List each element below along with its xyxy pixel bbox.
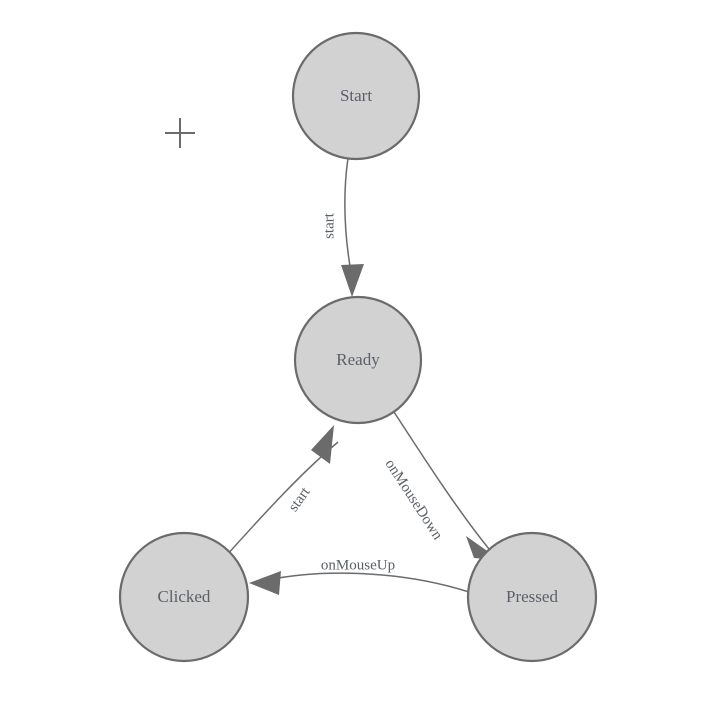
edge-clicked-to-ready-arrowhead xyxy=(311,425,334,464)
edge-label-ready-to-pressed: onMouseDown xyxy=(382,457,446,544)
edge-pressed-to-clicked[interactable]: onMouseUp xyxy=(249,557,470,595)
edge-start-to-ready-path xyxy=(344,157,353,279)
edge-ready-to-pressed[interactable]: onMouseDown xyxy=(382,411,500,560)
edge-label-pressed-to-clicked: onMouseUp xyxy=(321,557,395,573)
edge-clicked-to-ready[interactable]: start xyxy=(225,425,339,557)
node-pressed-label: Pressed xyxy=(506,587,558,606)
node-start[interactable]: Start xyxy=(291,31,421,161)
edge-start-to-ready[interactable]: start xyxy=(321,157,364,297)
edge-clicked-to-ready-path xyxy=(225,441,339,557)
edge-start-to-ready-arrowhead xyxy=(341,264,364,297)
node-ready-circle[interactable] xyxy=(293,295,423,425)
node-start-circle[interactable] xyxy=(291,31,421,161)
edge-ready-to-pressed-path xyxy=(393,411,490,550)
node-pressed-circle[interactable] xyxy=(466,531,598,663)
node-clicked[interactable]: Clicked xyxy=(118,531,250,663)
node-ready[interactable]: Ready xyxy=(293,295,423,425)
edge-label-start-to-ready: start xyxy=(321,212,337,239)
edge-label-clicked-to-ready: start xyxy=(286,484,314,515)
edge-pressed-to-clicked-path xyxy=(267,572,470,593)
node-clicked-label: Clicked xyxy=(158,587,211,606)
edge-pressed-to-clicked-arrowhead xyxy=(249,571,281,595)
node-start-label: Start xyxy=(340,86,372,105)
node-clicked-circle[interactable] xyxy=(118,531,250,663)
crosshair-icon xyxy=(165,118,195,148)
node-pressed[interactable]: Pressed xyxy=(466,531,598,663)
node-ready-label: Ready xyxy=(336,350,380,369)
